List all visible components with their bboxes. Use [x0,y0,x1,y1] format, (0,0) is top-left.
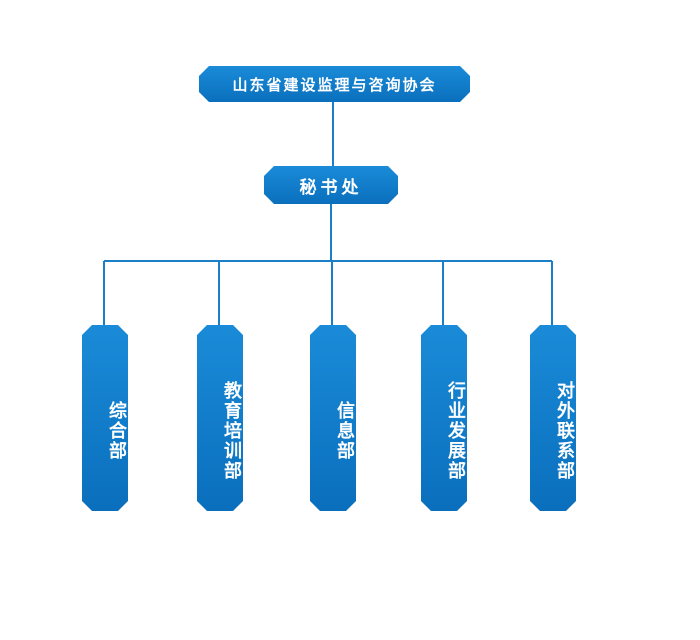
department-node-general: 综合部 [82,325,128,511]
department-label: 综合部 [106,401,127,461]
root-node-label: 山东省建设监理与咨询协会 [232,75,437,94]
root-node: 山东省建设监理与咨询协会 [199,66,470,102]
department-label: 教育培训部 [221,381,242,481]
department-label: 对外联系部 [554,381,575,481]
department-node-education-training: 教育培训部 [197,325,243,511]
department-node-industry-development: 行业发展部 [421,325,467,511]
secretariat-node-label: 秘书处 [299,177,363,198]
department-node-information: 信息部 [310,325,356,511]
secretariat-node: 秘书处 [264,166,398,204]
department-label: 信息部 [334,401,355,461]
department-node-external-relations: 对外联系部 [530,325,576,511]
department-label: 行业发展部 [445,381,466,481]
